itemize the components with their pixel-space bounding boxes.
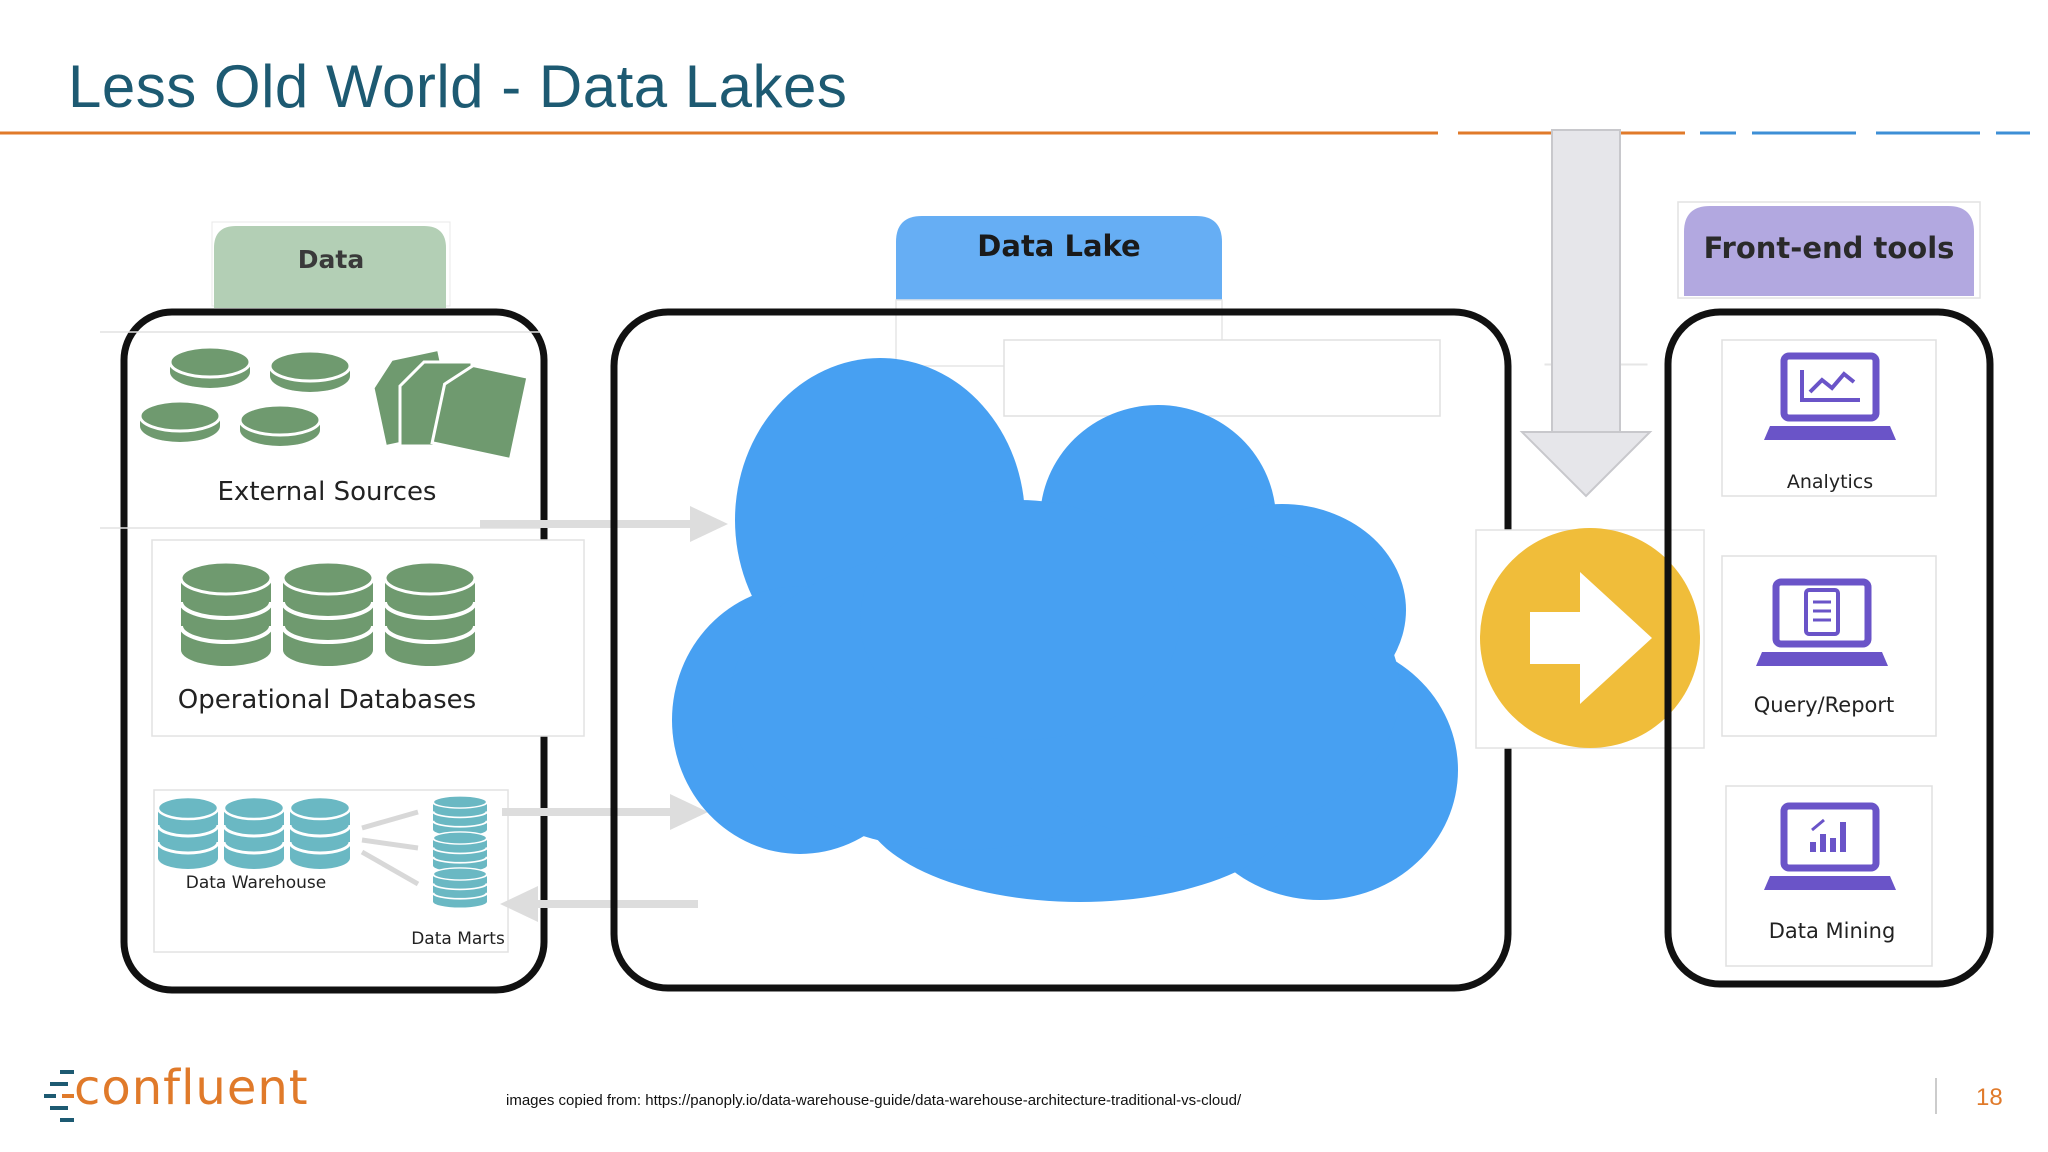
data-tab — [214, 226, 446, 308]
query-report-laptop-icon — [1756, 582, 1888, 666]
data-lake-tab — [896, 216, 1222, 310]
analytics-label: Analytics — [1787, 471, 1873, 493]
front-end-tools-frame — [1664, 308, 1994, 988]
data-marts-label: Data Marts — [411, 929, 505, 949]
analytics-laptop-icon — [1764, 356, 1896, 440]
data-warehouse-label: Data Warehouse — [186, 873, 326, 893]
data-lake-tab-label: Data Lake — [977, 229, 1140, 263]
operational-databases-icon — [179, 560, 477, 668]
front-end-tools-column: Front-end tools Analytics Query/Report — [1664, 201, 1994, 988]
data-mining-laptop-icon — [1764, 806, 1896, 890]
external-sources-icon — [138, 345, 530, 462]
operational-databases-label: Operational Databases — [178, 685, 476, 715]
external-sources-label: External Sources — [218, 477, 437, 507]
image-credit: images copied from: https://panoply.io/d… — [506, 1092, 1242, 1109]
data-mining-label: Data Mining — [1769, 919, 1896, 943]
down-arrow — [1519, 129, 1653, 498]
front-end-tools-tab-label: Front-end tools — [1704, 231, 1955, 265]
data-warehouse-icon — [156, 795, 420, 887]
query-report-label: Query/Report — [1754, 693, 1895, 717]
page-number: 18 — [1976, 1084, 2003, 1111]
confluent-logo-mark — [44, 1070, 74, 1122]
front-end-tools-tab — [1684, 206, 1974, 296]
confluent-logo-text: confluent — [74, 1060, 309, 1116]
data-marts-icon — [431, 794, 489, 909]
slide-title: Less Old World - Data Lakes — [68, 53, 848, 120]
cloud-icon — [672, 358, 1458, 902]
data-lake-column: Data Lake — [610, 216, 1512, 992]
data-tab-label: Data — [298, 245, 364, 274]
data-column: Data External Sources Operational Databa… — [100, 221, 585, 994]
